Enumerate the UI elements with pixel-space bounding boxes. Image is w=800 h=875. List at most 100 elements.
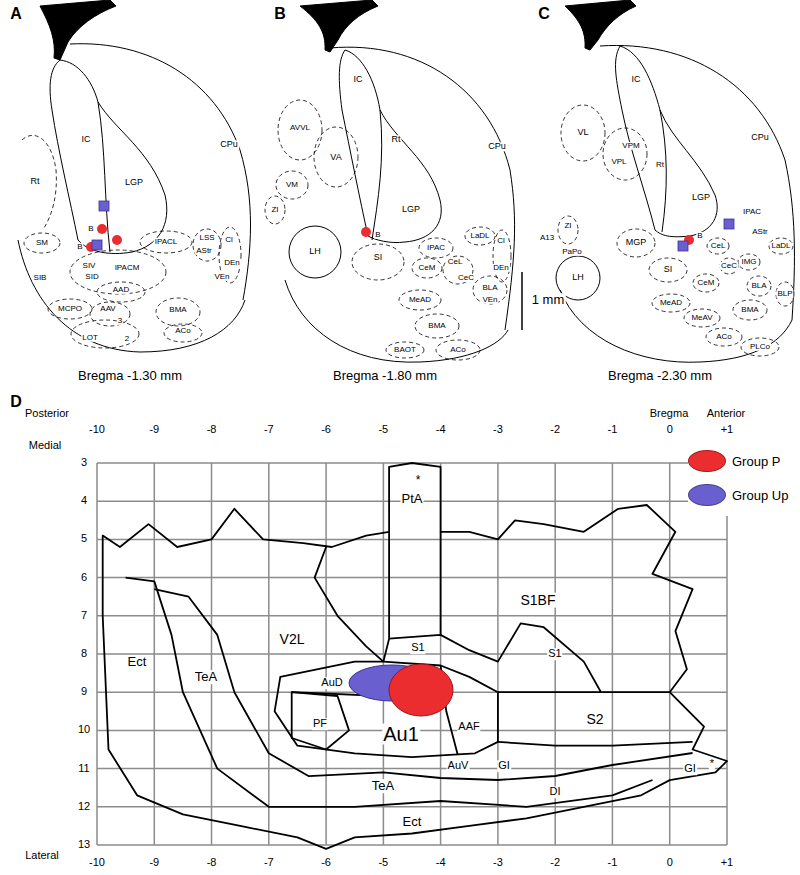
legend-swatch xyxy=(688,450,726,472)
legend: Group P Group Up xyxy=(688,440,798,516)
section-a-outline xyxy=(40,0,116,60)
region-label: PF xyxy=(312,718,328,730)
region-label: BLA xyxy=(481,284,498,292)
section-a-regions xyxy=(22,135,56,228)
region-label: IC xyxy=(631,75,642,84)
scale-bar xyxy=(522,272,523,330)
axis-number: -10 xyxy=(88,424,106,436)
cortex-area-outline xyxy=(103,463,727,849)
region-label: VM xyxy=(285,181,299,189)
axis-number: -9 xyxy=(148,424,160,436)
section-c-regions xyxy=(720,258,738,274)
region-label: LOT xyxy=(81,334,99,342)
axis-number: -2 xyxy=(549,857,561,869)
marker-label: B xyxy=(87,225,94,233)
section-a-regions xyxy=(156,298,200,326)
region-label: S1 xyxy=(410,642,425,654)
section-c-outline xyxy=(556,0,794,362)
section-a-regions xyxy=(70,250,166,294)
region-label: MeAV xyxy=(690,314,713,322)
section-a-regions xyxy=(24,233,60,253)
region-label: IPACL xyxy=(154,238,179,246)
region-label: DEn xyxy=(492,264,510,272)
section-b-regions xyxy=(399,290,441,310)
region-label: PLCo xyxy=(749,343,771,351)
region-label: CeL xyxy=(447,258,464,266)
legend-text: Group Up xyxy=(732,488,788,503)
section-b-outline xyxy=(285,280,508,362)
region-label: GI xyxy=(497,760,511,772)
region-label: CPu xyxy=(750,133,770,142)
axis-number: -6 xyxy=(320,424,332,436)
site-marker xyxy=(86,201,734,252)
region-label: BLP xyxy=(776,290,793,298)
region-label: BMA xyxy=(740,306,759,314)
legend-entry: Group P xyxy=(688,444,798,478)
region-label: LSS xyxy=(198,234,215,242)
section-a-outline xyxy=(18,0,251,352)
section-a-regions xyxy=(22,135,241,348)
region-label: A13 xyxy=(539,234,555,242)
section-a-outline xyxy=(18,240,245,352)
axis-number: 7 xyxy=(80,610,88,622)
region-label: VEn xyxy=(213,273,230,281)
axis-number: 8 xyxy=(80,648,88,660)
region-label: TeA xyxy=(371,779,395,793)
section-a-regions xyxy=(97,282,145,302)
section-a-regions xyxy=(48,299,92,319)
marker-label: B xyxy=(696,232,703,240)
site-marker xyxy=(678,241,688,251)
axis-number: +1 xyxy=(720,857,735,869)
region-label: S2 xyxy=(585,712,604,727)
region-label: BMA xyxy=(168,306,187,314)
region-label: IPACM xyxy=(114,264,141,272)
axis-number: 0 xyxy=(666,857,674,869)
region-label: 2 xyxy=(124,335,130,343)
axis-number: 10 xyxy=(77,725,91,737)
region-label: LGP xyxy=(691,193,711,202)
region-label: DI xyxy=(549,786,562,798)
section-c-regions xyxy=(769,238,793,254)
region-label: CPu xyxy=(487,142,507,151)
panel-letter: B xyxy=(273,6,287,23)
region-label: LaDL xyxy=(770,242,791,250)
axis-number: 3 xyxy=(80,457,88,469)
section-c-regions xyxy=(649,258,687,282)
cortex-area-outline xyxy=(103,463,727,849)
asterisk: * xyxy=(415,474,422,487)
axis-number: 11 xyxy=(77,763,90,775)
region-label: ZI xyxy=(563,222,572,230)
region-label: CPu xyxy=(219,140,239,149)
axis-number: -3 xyxy=(492,857,504,869)
section-c-outline xyxy=(660,110,666,232)
site-marker xyxy=(361,227,371,237)
region-label: LaDL xyxy=(469,232,490,240)
region-label: VA xyxy=(329,153,342,162)
axis-number: -5 xyxy=(377,424,389,436)
section-b-regions xyxy=(436,340,480,360)
section-c-regions xyxy=(707,238,729,254)
section-caption: Bregma -1.80 mm xyxy=(332,369,438,383)
section-b-outline xyxy=(300,0,378,52)
section-b-outline xyxy=(330,47,515,330)
axis-label: Medial xyxy=(28,440,62,452)
section-b-regions xyxy=(276,171,308,199)
axis-number: -7 xyxy=(263,424,275,436)
region-label: VEn xyxy=(481,296,498,304)
region-label: LH xyxy=(571,273,585,282)
region-label: CeM xyxy=(697,279,716,287)
section-caption: Bregma -1.30 mm xyxy=(77,369,183,383)
cortex-area-outline xyxy=(292,692,349,749)
cortex-area-outline xyxy=(154,589,692,780)
region-label: V2L xyxy=(279,632,306,647)
section-c-outline xyxy=(560,290,792,362)
cortex-area-outline xyxy=(498,742,693,746)
section-c-regions xyxy=(558,216,578,244)
axis-number: -6 xyxy=(320,857,332,869)
region-label: ACo xyxy=(715,333,733,341)
axis-number: 9 xyxy=(80,686,88,698)
section-c-regions xyxy=(741,338,779,356)
section-b-regions xyxy=(415,314,459,338)
section-b-regions xyxy=(265,196,285,224)
